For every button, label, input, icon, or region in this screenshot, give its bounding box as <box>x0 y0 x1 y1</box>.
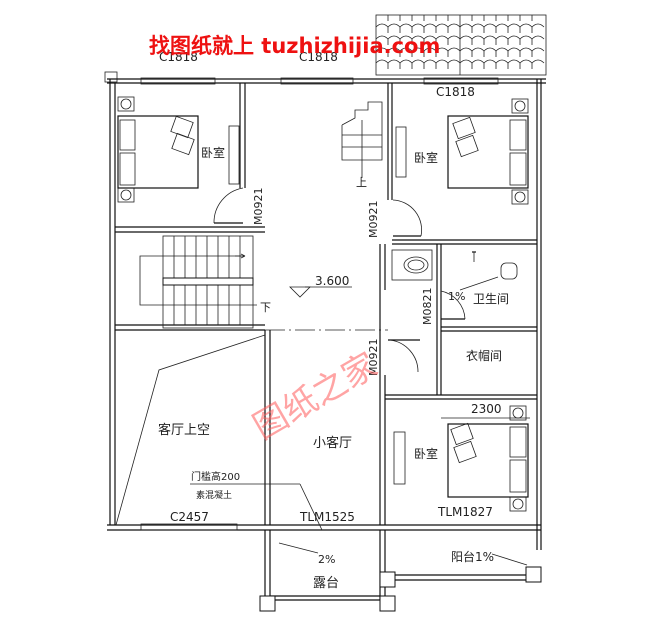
stair-down-label: 下 <box>260 301 271 314</box>
wardrobes <box>228 125 407 485</box>
bed-se <box>441 405 530 512</box>
sill-note-1: 门槛高200 <box>191 470 240 483</box>
window-label-top-mid: C1818 <box>299 50 338 64</box>
room-label-living-void: 客厅上空 <box>158 422 210 438</box>
elevation-marker <box>289 286 352 298</box>
door-label-ne: M0921 <box>367 201 380 239</box>
room-label-bathroom: 卫生间 <box>473 292 509 306</box>
bathroom-fixtures <box>403 251 518 291</box>
sill-note-2: 素混凝土 <box>196 489 232 501</box>
door-label-mid: M0921 <box>367 339 380 377</box>
room-label-bedroom-nw: 卧室 <box>201 145 225 160</box>
roof-tiles <box>375 14 547 76</box>
window-label-top-left: C1818 <box>159 50 198 64</box>
terrace <box>259 530 396 612</box>
outer-walls <box>104 71 546 550</box>
room-label-terrace: 露台 <box>313 576 339 591</box>
room-label-bedroom-ne: 卧室 <box>414 150 438 165</box>
room-label-balcony: 阳台1% <box>451 549 494 564</box>
window-label-top-right: C1818 <box>436 85 475 99</box>
watermark-diagonal: 图纸之家 <box>247 345 385 448</box>
void-outline <box>115 334 266 526</box>
room-label-cloakroom: 衣帽间 <box>466 348 502 363</box>
stair-up-label: 上 <box>356 176 367 189</box>
door-label-bath: M0821 <box>421 288 434 326</box>
terrace-slope-label: 2% <box>318 553 335 566</box>
staircase-main <box>139 235 257 329</box>
door-label-slide-right: TLM1827 <box>437 505 493 519</box>
door-label-nw: M0921 <box>252 188 265 226</box>
interior-walls <box>115 83 537 525</box>
balcony <box>379 553 542 588</box>
bath-slope-label: 1% <box>448 290 465 303</box>
room-label-small-living: 小客厅 <box>313 435 352 451</box>
bed-ne <box>447 98 529 205</box>
door-swings <box>213 187 466 373</box>
door-label-slide-mid: TLM1525 <box>299 510 355 524</box>
watermark-top: 找图纸就上 tuzhizhijia.com <box>149 34 440 58</box>
bed-nw <box>117 96 199 203</box>
elevation-label: 3.600 <box>315 274 349 288</box>
room-label-bedroom-se: 卧室 <box>414 446 438 461</box>
window-label-bottom-left: C2457 <box>170 510 209 524</box>
dimension-label: 2300 <box>471 402 502 416</box>
staircase-upper <box>341 101 383 178</box>
